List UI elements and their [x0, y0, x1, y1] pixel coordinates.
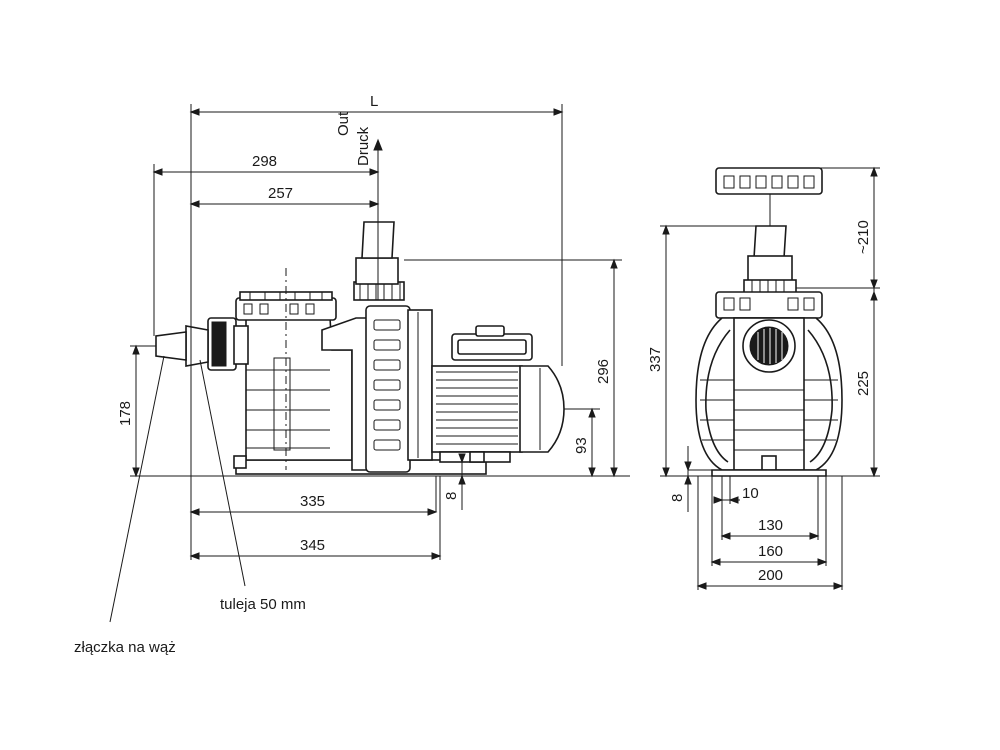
dim-225: 225 [855, 371, 872, 396]
label-outlet-druck: Druck [355, 126, 372, 166]
sleeve-50mm [185, 325, 209, 367]
dim-10: 10 [742, 485, 759, 502]
dim-337: 337 [647, 347, 664, 372]
dim-130: 130 [758, 517, 783, 534]
motor-fins [436, 371, 518, 445]
label-sleeve: tuleja 50 mm [220, 596, 306, 613]
dim-178: 178 [117, 401, 134, 426]
dim-345: 345 [300, 537, 325, 554]
front-view-dimension-lines [660, 167, 880, 590]
front-foot [711, 469, 827, 477]
dim-160: 160 [758, 543, 783, 560]
housing-slots [373, 319, 401, 451]
seal-plate [407, 309, 433, 461]
dim-8-right: 8 [669, 494, 686, 502]
front-outlet-sleeve [753, 225, 787, 259]
front-drain-plug [761, 455, 777, 471]
side-view-dimension-lines [109, 104, 630, 623]
front-lid [715, 167, 823, 195]
inlet-socket [233, 325, 249, 365]
front-body-inner-right [807, 329, 833, 463]
dim-L: L [370, 93, 378, 110]
outlet-socket [355, 257, 399, 285]
dim-93: 93 [573, 437, 590, 454]
hose-connector [155, 331, 187, 361]
lid-notches [243, 303, 315, 315]
front-view-pump [695, 167, 843, 477]
front-body-inner-left [705, 329, 731, 463]
pump-housing [365, 305, 411, 473]
drain-plug-pot [233, 455, 247, 469]
label-outlet-out: Out [335, 111, 352, 136]
dim-210: ~210 [855, 220, 872, 254]
volute-link [321, 317, 371, 471]
label-hose-connector: złączka na wąż [74, 639, 176, 656]
motor-fan-cover [519, 365, 565, 453]
dim-257: 257 [268, 185, 293, 202]
front-inlet-opening [749, 326, 789, 366]
inlet-nut-dark [211, 321, 227, 367]
front-ribs [700, 379, 838, 451]
dim-8-left: 8 [443, 492, 460, 500]
dim-200: 200 [758, 567, 783, 584]
pot-ribs [246, 357, 330, 451]
dim-335: 335 [300, 493, 325, 510]
front-pot-lid [715, 291, 823, 319]
dim-296: 296 [595, 359, 612, 384]
side-view-arrowheads [132, 108, 618, 560]
front-outlet-socket [747, 255, 793, 283]
front-view-arrowheads [662, 166, 878, 590]
dim-298: 298 [252, 153, 277, 170]
motor-body [431, 365, 523, 453]
